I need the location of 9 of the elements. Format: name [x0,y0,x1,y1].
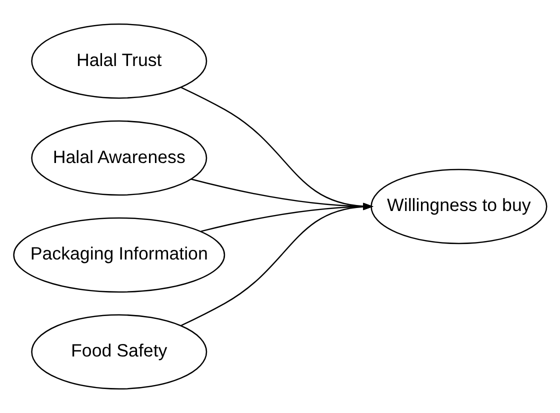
arrow [181,203,374,326]
node-ellipse: Willingness to buy [370,168,548,244]
node-ellipse: Packaging Information [13,217,226,293]
arrow [190,178,374,210]
node-ellipse: Halal Awareness [31,120,208,196]
arrow [181,86,374,210]
node-ellipse: Food Safety [31,314,208,390]
node-ellipse: Halal Trust [31,23,208,99]
arrow [200,203,374,232]
